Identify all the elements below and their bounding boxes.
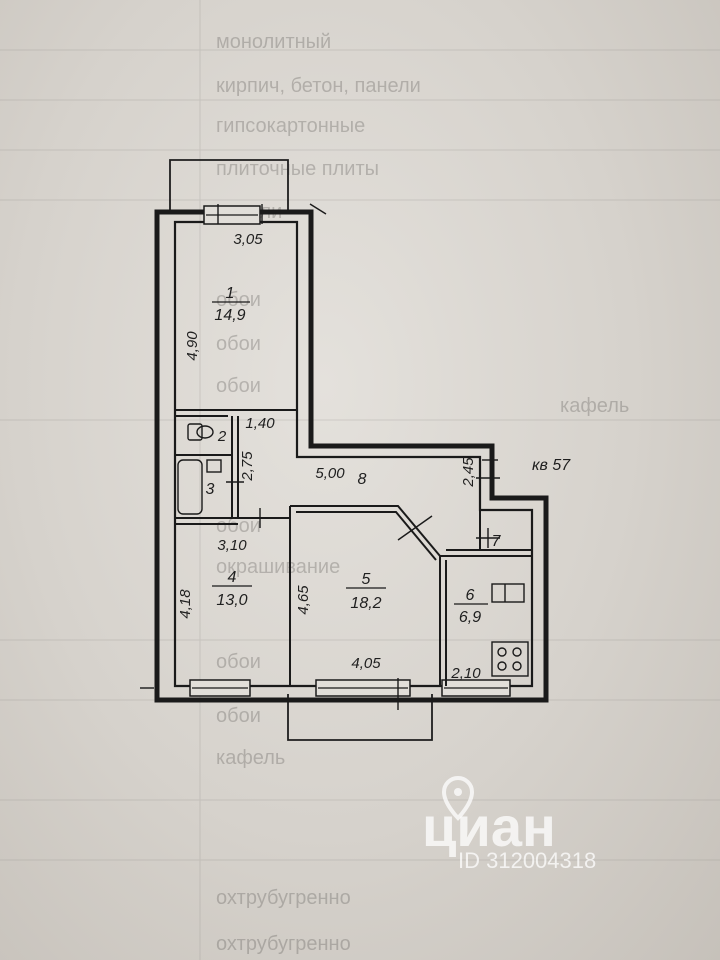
wall-room5-hall [290,505,441,557]
room-4-area: 13,0 [216,592,247,609]
bg-line-11: окрашивание [216,556,340,578]
room-5-area: 18,2 [350,595,381,612]
bg-line-12: обои [216,651,261,673]
kitchen-sink-icon [491,583,525,603]
dim-2-10: 2,10 [450,665,481,682]
bg-line-8: обои [216,375,261,397]
room-5-number: 5 [362,571,371,588]
room-6-number: 6 [466,587,475,604]
location-pin-icon [441,775,475,821]
watermark-id: ID 312004318 [458,848,596,873]
bg-line-6: обои [216,289,261,311]
bottom-balcony [287,694,433,741]
dim-4-65: 4,65 [295,585,312,615]
watermark-brand: циан [422,795,556,858]
dim-2-45: 2,45 [460,457,477,488]
room-3-number: 3 [206,481,215,498]
dim-2-75: 2,75 [239,451,256,482]
dim-3-05: 3,05 [233,231,263,248]
bg-line-13: обои [216,705,261,727]
outer-wall [154,209,549,703]
dim-4-05: 4,05 [351,655,381,672]
room-1-area: 14,9 [214,307,245,324]
room-4-number: 4 [228,569,237,586]
bg-line-14: кафель [216,747,285,769]
bg-line-2: кирпич, бетон, панели [216,75,421,97]
bg-line-3: гипсокартонные [216,115,365,137]
bg-line-1: монолитный [216,31,331,53]
bathtub-icon [177,459,203,515]
sink-icon [206,459,222,473]
dim-5-00: 5,00 [315,465,345,482]
room-2-number: 2 [217,428,227,445]
top-balcony [169,159,289,212]
dim-1-40: 1,40 [245,415,275,432]
apartment-label: кв 57 [532,457,571,474]
toilet-icon [187,423,203,441]
room-1-number: 1 [226,285,235,302]
room-8-number: 8 [358,471,367,488]
bg-line-7: обои [216,333,261,355]
dim-4-18: 4,18 [177,589,194,619]
stove-icon [491,641,529,677]
bg-line-16: охтрубугренно [216,933,351,955]
room-6-area: 6,9 [459,609,481,626]
bg-line-9: кафель [560,395,629,417]
dim-3-10: 3,10 [217,537,247,554]
bg-line-4: плиточные плиты [216,158,379,180]
room-7-number: 7 [492,533,502,550]
dim-4-90: 4,90 [184,331,201,361]
bg-line-10: обои [216,515,261,537]
bg-line-15: охтрубугренно [216,887,351,909]
